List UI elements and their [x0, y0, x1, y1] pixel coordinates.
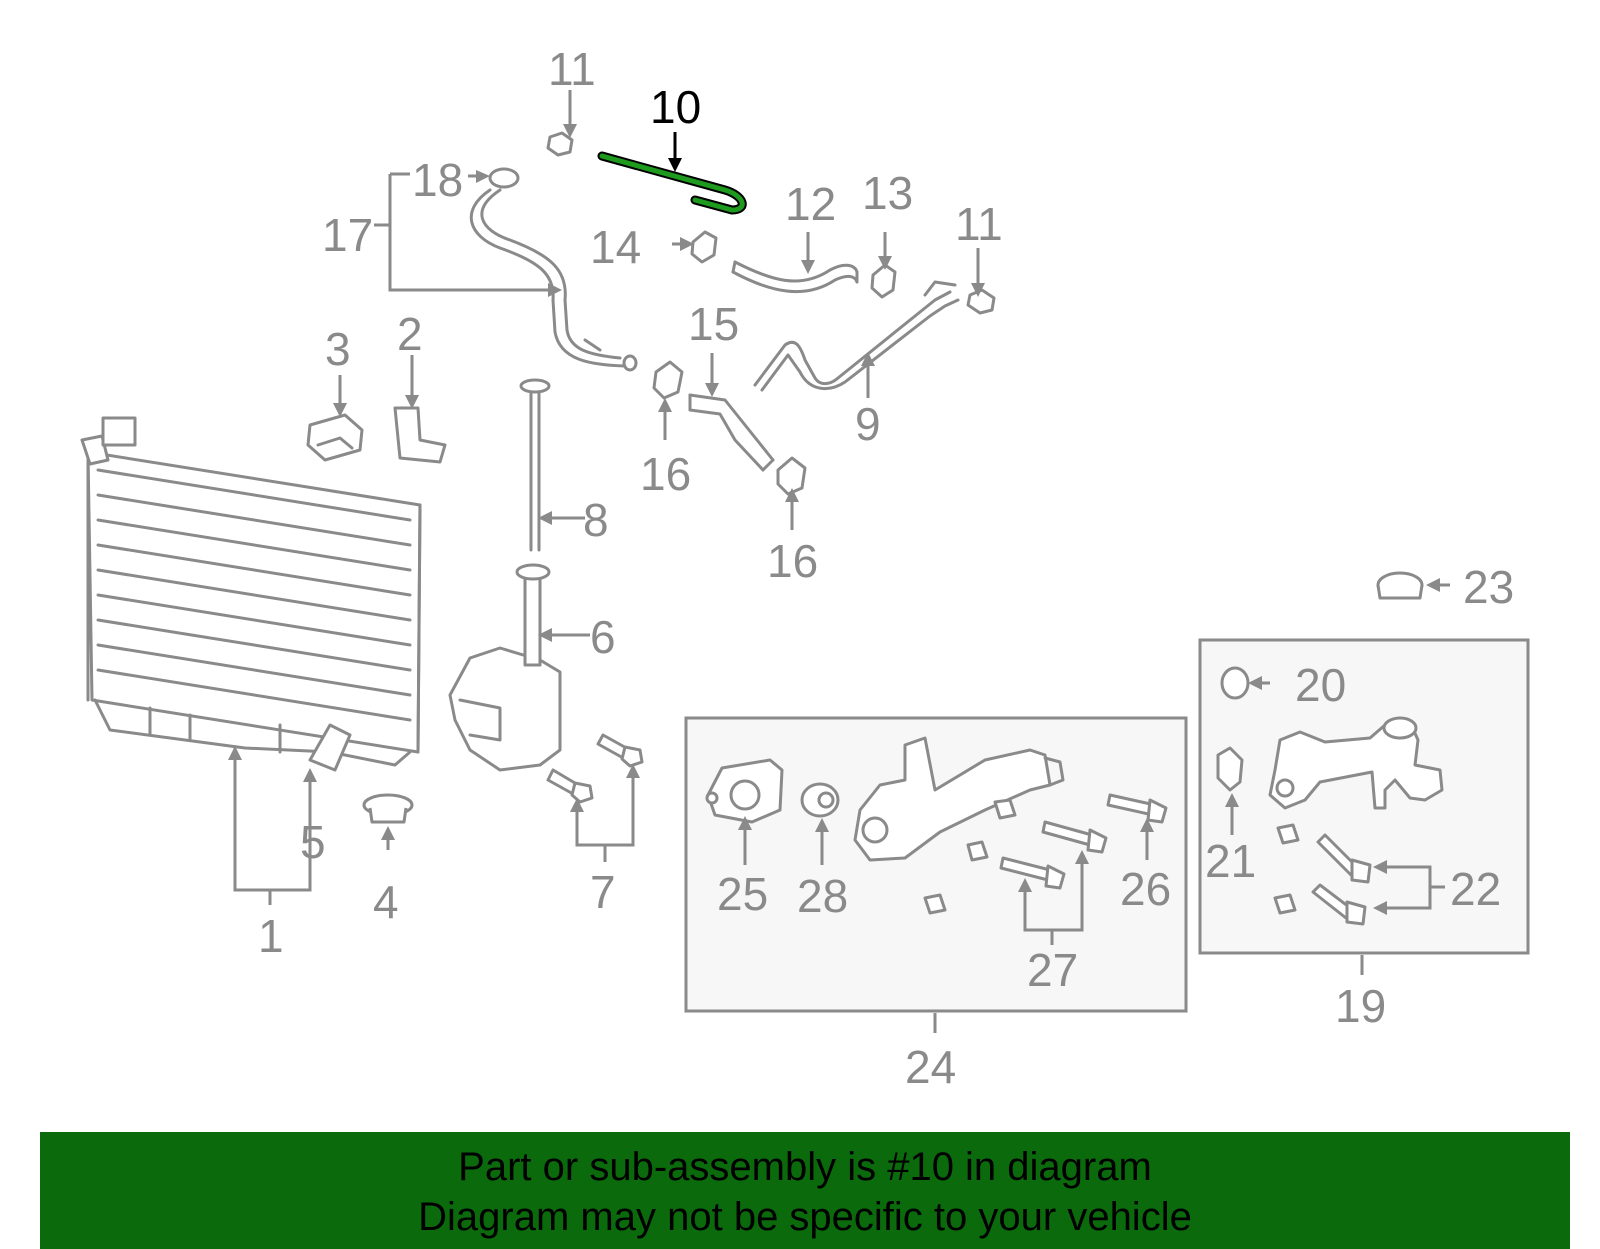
callout-27: 27 — [1027, 944, 1078, 996]
reservoir-tank — [448, 563, 562, 772]
banner-line-part: Part or sub-assembly is #10 in diagram — [458, 1145, 1152, 1189]
callout-1: 1 — [258, 910, 284, 962]
callout-13: 13 — [862, 167, 913, 219]
callout-19: 19 — [1335, 980, 1386, 1032]
clamp-11-upper — [546, 131, 574, 157]
highlighted-hose-part-10 — [597, 151, 747, 215]
callout-28: 28 — [797, 870, 848, 922]
callout-7: 7 — [590, 866, 616, 918]
clamp-14 — [690, 230, 718, 264]
outlet-assembly-19 — [1216, 666, 1444, 926]
callout-11-top: 11 — [548, 43, 596, 95]
callout-26: 26 — [1120, 863, 1171, 915]
callout-12: 12 — [785, 178, 836, 230]
pipe-9 — [753, 280, 960, 392]
info-banner: Part or sub-assembly is #10 in diagram D… — [40, 1132, 1570, 1249]
callout-2: 2 — [397, 308, 423, 360]
callout-10: 10 — [650, 81, 701, 133]
callout-4: 4 — [373, 876, 399, 928]
clamp-11-right — [966, 288, 996, 315]
callout-9: 9 — [855, 398, 881, 450]
clamp-16-upper — [652, 360, 684, 400]
banner-line-disclaimer: Diagram may not be specific to your vehi… — [418, 1195, 1192, 1239]
callout-15: 15 — [688, 298, 739, 350]
clamp-16-lower — [776, 456, 807, 496]
callout-16-lower: 16 — [767, 535, 818, 587]
callout-22: 22 — [1450, 863, 1501, 915]
callout-16-upper: 16 — [640, 448, 691, 500]
clamp-13 — [870, 263, 897, 299]
callout-17: 17 — [322, 209, 373, 261]
callout-21: 21 — [1205, 835, 1256, 887]
callout-24: 24 — [905, 1041, 956, 1093]
callout-23: 23 — [1463, 561, 1514, 613]
callout-25: 25 — [717, 868, 768, 920]
callout-6: 6 — [590, 611, 616, 663]
callout-11-right: 11 — [955, 198, 1003, 250]
hose-12 — [731, 260, 859, 293]
callout-20: 20 — [1295, 659, 1346, 711]
housing-assembly-24 — [705, 736, 1168, 915]
callout-8: 8 — [583, 494, 609, 546]
hose-15 — [688, 393, 775, 472]
reservoir-tube — [519, 378, 551, 552]
radiator — [80, 416, 422, 772]
mount-cushion — [362, 793, 414, 824]
assembly-box-19 — [1198, 638, 1530, 955]
callout-18: 18 — [412, 154, 463, 206]
cap-23 — [1376, 571, 1424, 600]
callout-5: 5 — [300, 816, 326, 868]
mount-bracket — [306, 406, 447, 464]
callout-3: 3 — [325, 323, 351, 375]
bolts-7 — [546, 733, 644, 804]
callout-14: 14 — [590, 221, 641, 273]
hose-assembly-17 — [469, 167, 638, 372]
